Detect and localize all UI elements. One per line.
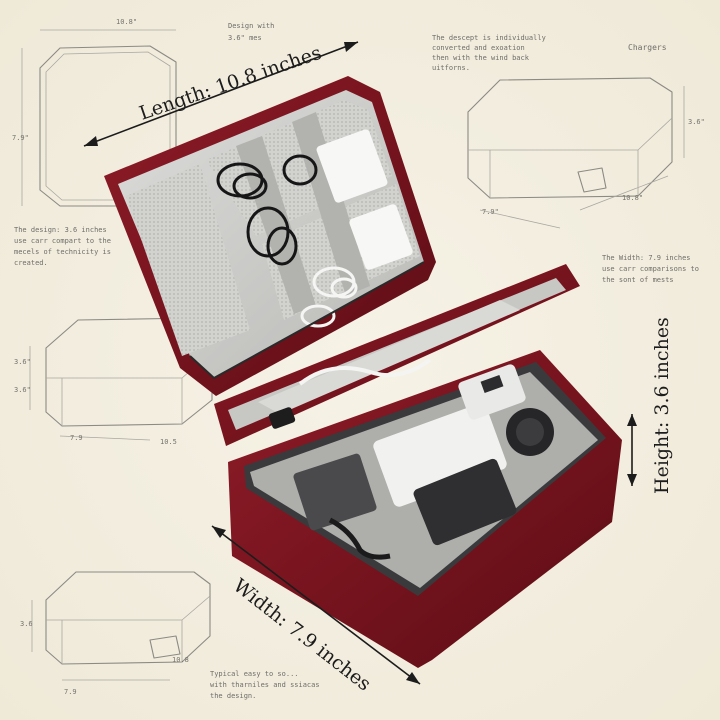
sketch-dim-bl-width: 7.9 [64, 688, 77, 696]
sketch-dim-ml-width-a: 7.9 [70, 434, 83, 442]
sketch-dim-ml-height-b: 3.6" [14, 386, 31, 394]
note-design-left-4: created. [14, 259, 48, 267]
note-typical-1: Typical easy to so... [210, 670, 299, 678]
length-dimension-arrow [83, 41, 359, 147]
sketch-dim-tr-width: 7.9" [482, 208, 499, 216]
note-design-left-1: The design: 3.6 inches [14, 226, 107, 234]
note-design-top: Design with [228, 22, 274, 30]
note-design-left-3: mecels of technicity is [14, 248, 111, 256]
sketch-top-right [467, 77, 685, 229]
note-design-top-2: 3.6" mes [228, 34, 262, 42]
note-chargers: Chargers [628, 43, 667, 52]
note-typical-2: with tharniles and ssiacas [210, 681, 320, 689]
height-dimension-arrow [627, 414, 637, 486]
sketch-dim-tr-height: 3.6" [688, 118, 705, 126]
sketch-dim-tl-width: 10.8" [116, 18, 137, 26]
note-typical-3: the design. [210, 692, 256, 700]
note-descept-1: The descept is individually [432, 34, 546, 42]
sketch-dim-bl-height: 3.6 [20, 620, 33, 628]
sketch-dim-tr-length: 10.8" [622, 194, 643, 202]
organizer-bag [104, 76, 622, 668]
sketch-dim-ml-width-b: 10.5 [160, 438, 177, 446]
note-width-3: the sont of mests [602, 276, 674, 284]
note-descept-2: converted and exoation [432, 44, 525, 52]
note-descept-4: uitforns. [432, 64, 470, 72]
sketch-dim-tl-height: 7.9" [12, 134, 29, 142]
note-width-1: The Width: 7.9 inches [602, 254, 691, 262]
sketch-dim-ml-height-a: 3.6" [14, 358, 31, 366]
height-label: Height: 3.6 inches [651, 317, 673, 494]
sketch-bottom-left [31, 571, 211, 681]
sketch-dim-bl-length: 10.8 [172, 656, 189, 664]
note-descept-3: then with the wind back [432, 54, 530, 62]
note-width-2: use carr comparisons to [602, 265, 699, 273]
note-design-left-2: use carr compart to the [14, 237, 111, 245]
width-dimension-arrow [211, 525, 421, 685]
